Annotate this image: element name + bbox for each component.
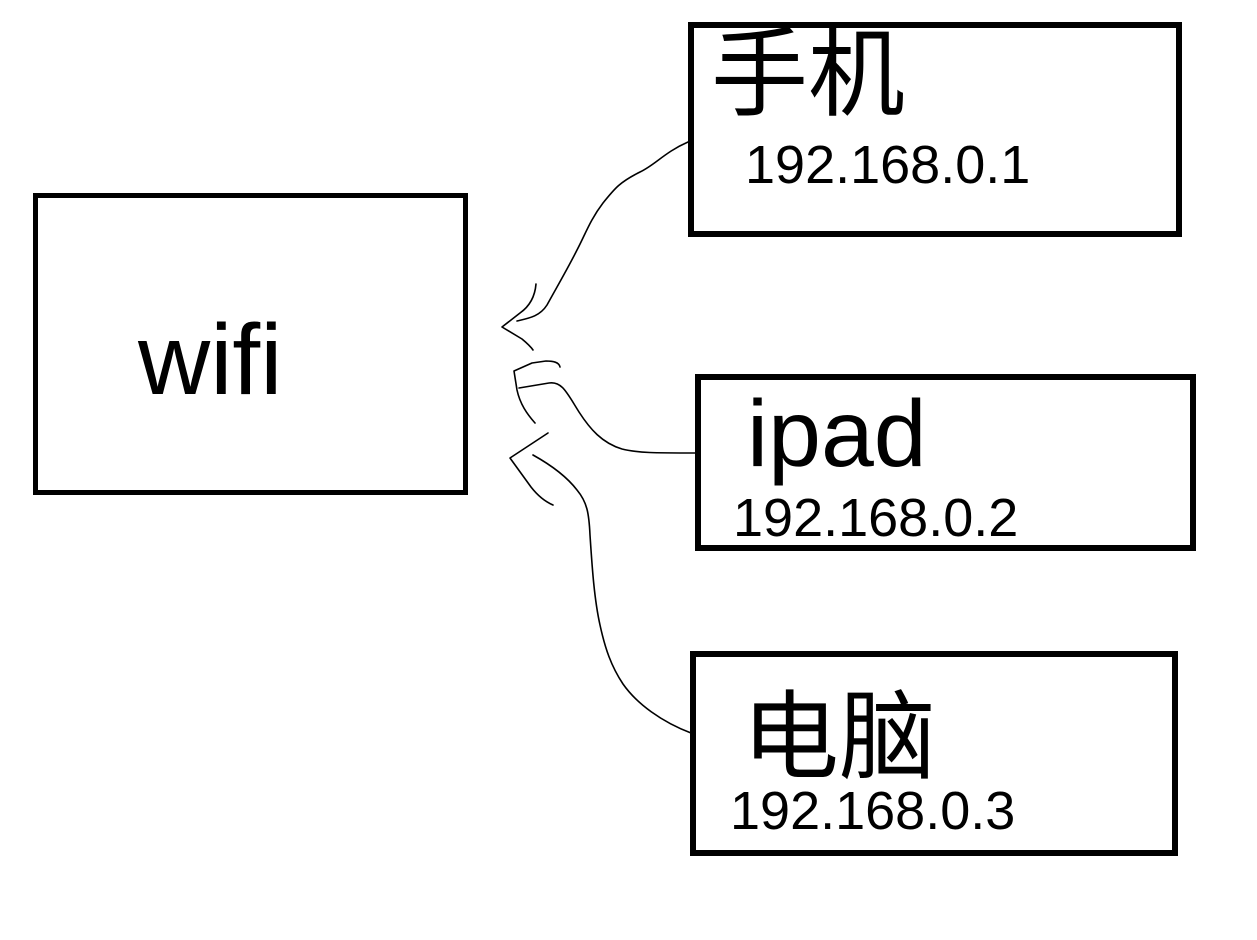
node-ipad-label: ipad <box>747 381 927 487</box>
node-computer-ip: 192.168.0.3 <box>730 781 1016 841</box>
arrow-phone-shaft <box>516 141 689 322</box>
node-computer-label: 电脑 <box>742 683 936 792</box>
node-ipad: ipad 192.168.0.2 <box>695 374 1196 551</box>
arrow-computer-arrowhead-icon <box>509 432 554 506</box>
arrow-ipad-shaft <box>518 382 697 454</box>
node-phone: 手机 192.168.0.1 <box>688 22 1182 237</box>
node-wifi-label: wifi <box>138 304 283 416</box>
node-phone-label: 手机 <box>711 20 905 129</box>
arrow-ipad-arrowhead-icon <box>513 360 561 424</box>
arrow-computer-shaft <box>532 454 692 734</box>
node-ipad-ip: 192.168.0.2 <box>733 488 1019 548</box>
arrow-phone-arrowhead-icon <box>501 283 537 351</box>
node-phone-ip: 192.168.0.1 <box>745 135 1031 195</box>
node-wifi: wifi <box>33 193 468 495</box>
node-computer: 电脑 192.168.0.3 <box>690 651 1178 856</box>
